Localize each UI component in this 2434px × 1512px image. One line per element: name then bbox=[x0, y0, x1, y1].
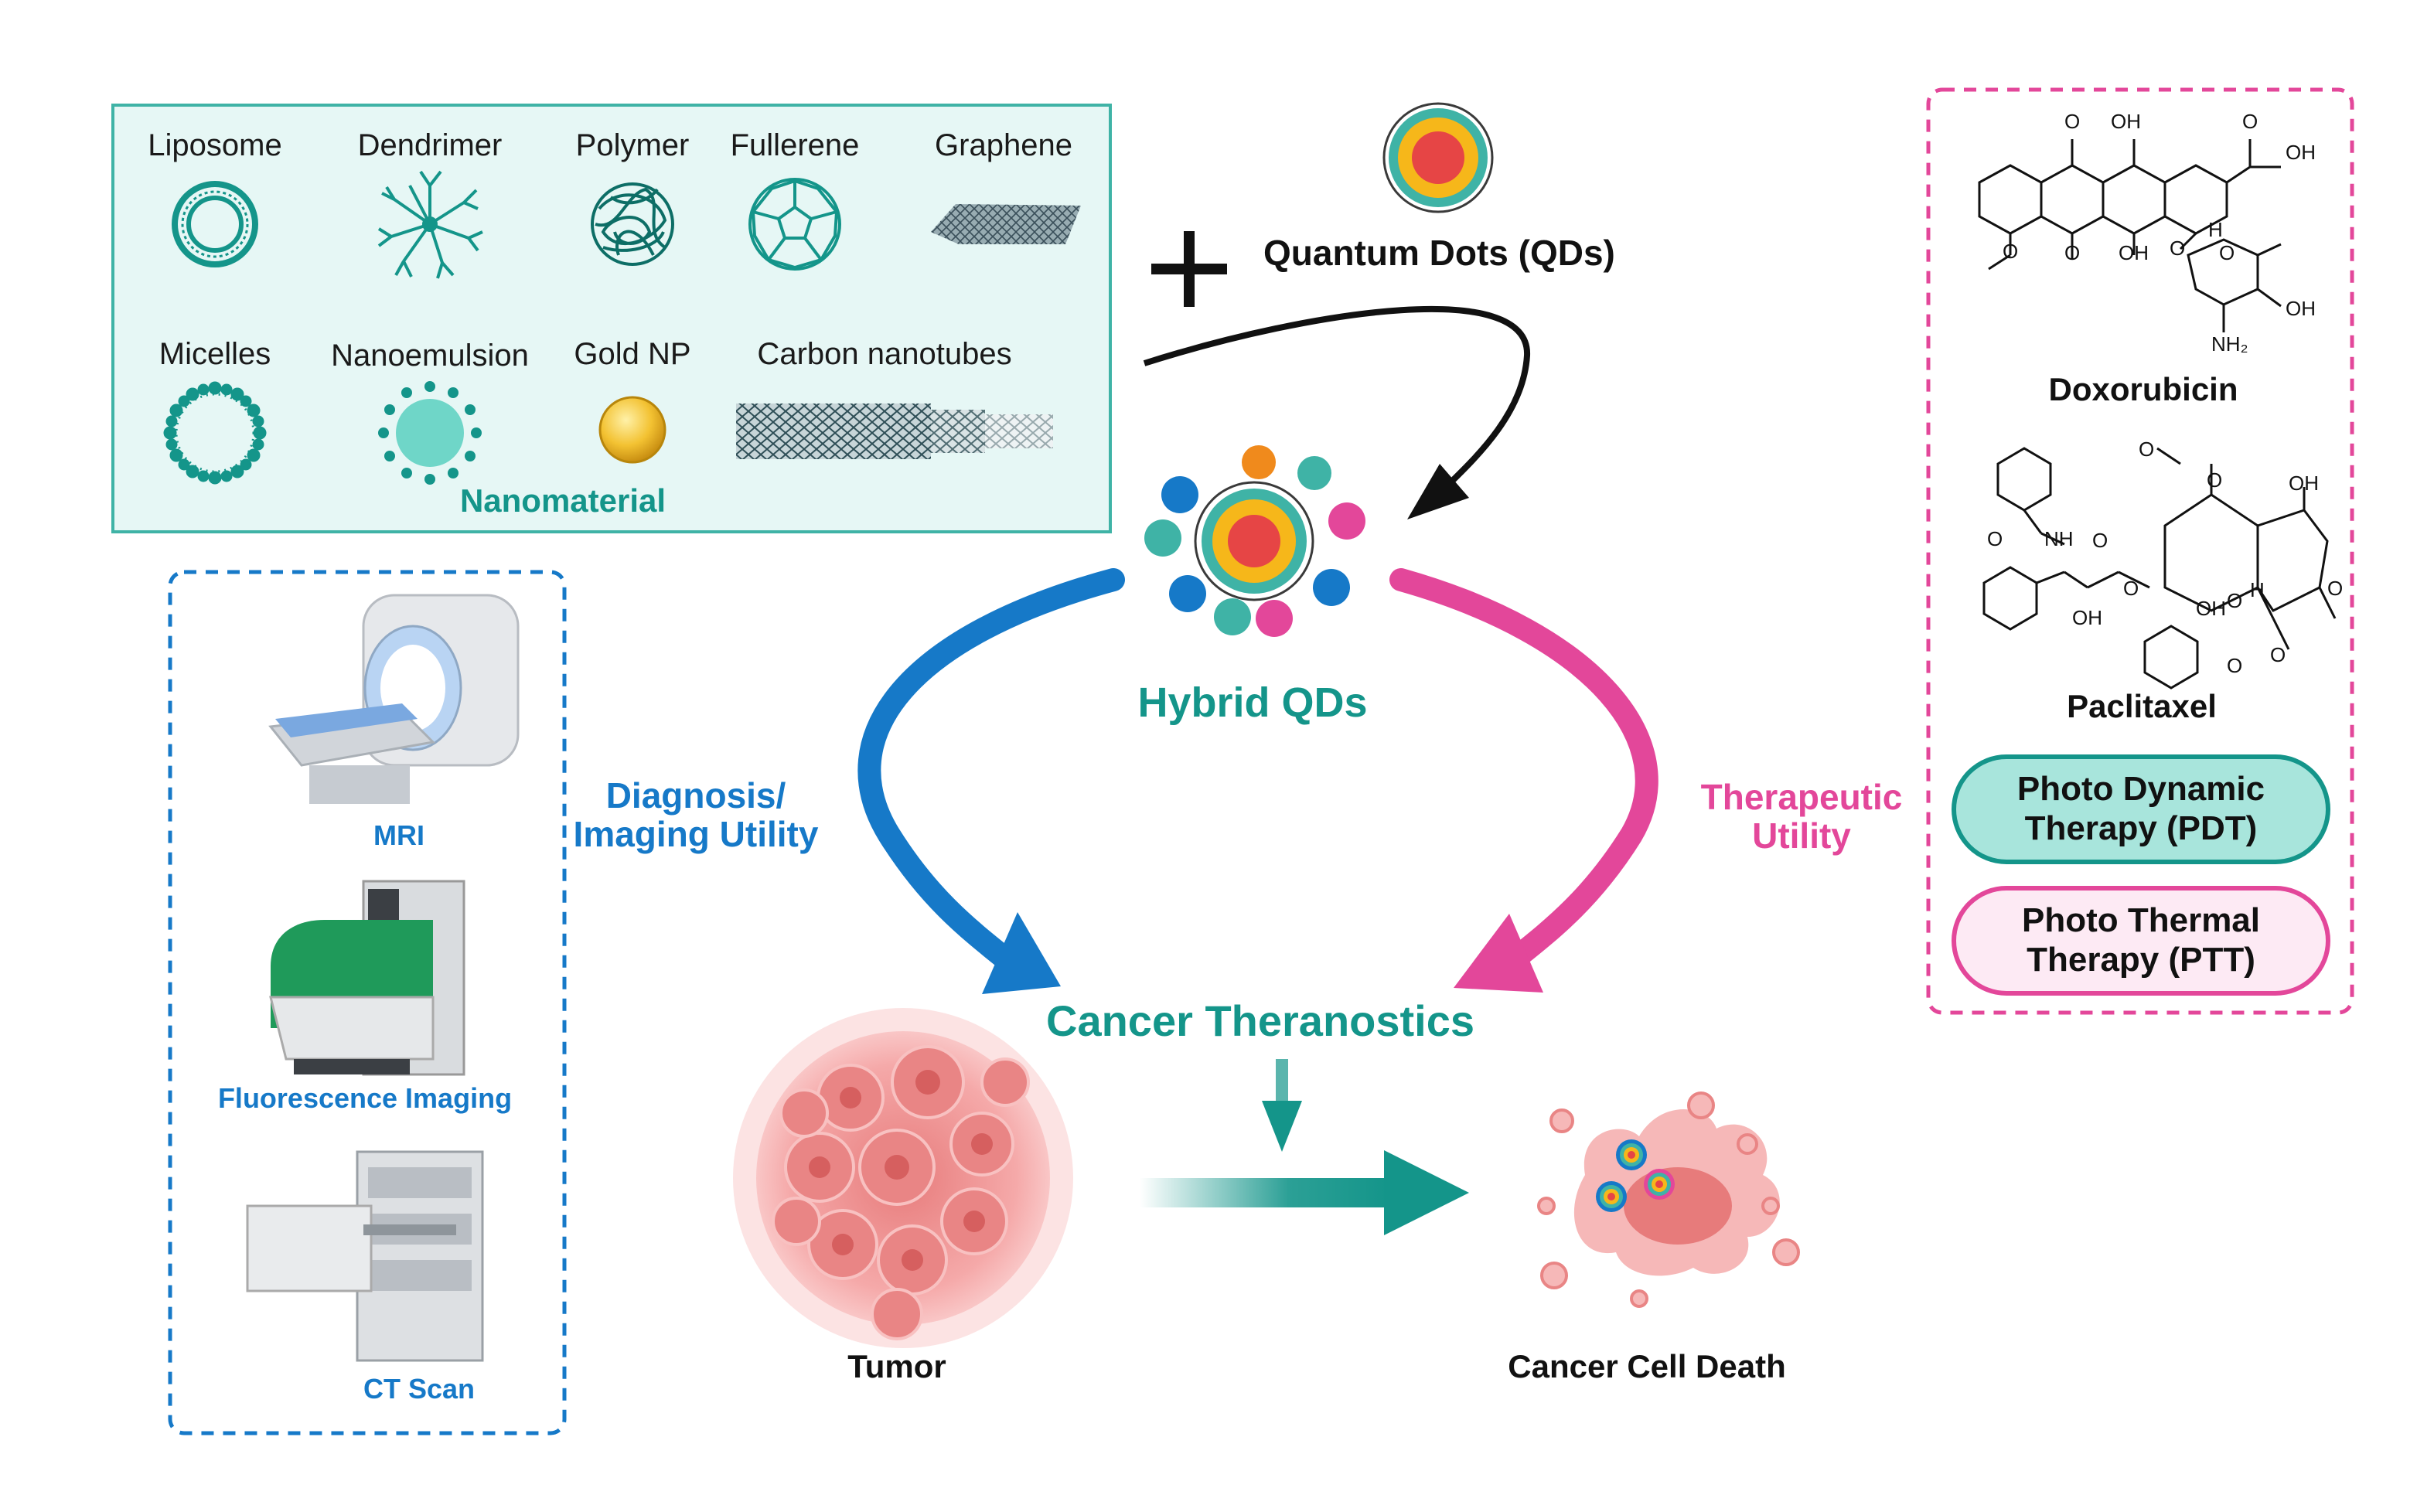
svg-text:OH: OH bbox=[2072, 606, 2102, 629]
label-gold-np: Gold NP bbox=[574, 337, 691, 371]
carbon-nanotubes-icon bbox=[736, 404, 1053, 459]
ct-scanner-icon bbox=[246, 1150, 484, 1362]
svg-text:O: O bbox=[2139, 438, 2154, 461]
theranostics-down-arrow bbox=[1262, 1059, 1302, 1152]
combine-arrow bbox=[1143, 305, 1531, 519]
ptt-line1: Photo Thermal bbox=[2021, 901, 2261, 940]
svg-text:H: H bbox=[2208, 218, 2223, 241]
svg-text:O: O bbox=[2219, 241, 2235, 264]
hybrid-qd-icon bbox=[1144, 445, 1365, 637]
nanomaterial-box bbox=[111, 104, 1112, 533]
tumor-label: Tumor bbox=[847, 1348, 946, 1384]
cancer-cell-death-label: Cancer Cell Death bbox=[1508, 1348, 1786, 1384]
pdt-line2: Therapy (PDT) bbox=[2024, 809, 2258, 847]
svg-text:NH₂: NH₂ bbox=[2211, 332, 2248, 356]
svg-text:O: O bbox=[2064, 110, 2080, 133]
therapeutic-label: Therapeutic Utility bbox=[1701, 778, 1903, 855]
label-fullerene: Fullerene bbox=[730, 128, 860, 162]
paclitaxel-atoms: O O OH NH O O OH OH H O O O O O bbox=[1987, 438, 2343, 677]
label-polymer: Polymer bbox=[575, 128, 690, 162]
label-graphene: Graphene bbox=[935, 128, 1072, 162]
label-nanoemulsion: Nanoemulsion bbox=[331, 339, 529, 373]
fluorescence-label: Fluorescence Imaging bbox=[217, 1082, 513, 1114]
svg-text:O: O bbox=[2227, 589, 2242, 612]
mri-scanner-icon bbox=[268, 594, 520, 804]
nanoemulsion-icon bbox=[378, 381, 482, 485]
svg-text:O: O bbox=[2270, 643, 2286, 666]
diagnosis-arrow bbox=[857, 568, 1125, 994]
cancer-theranostics-label: Cancer Theranostics bbox=[1046, 996, 1474, 1045]
svg-text:OH: OH bbox=[2111, 110, 2141, 133]
therapeutic-arrow bbox=[1389, 568, 1658, 993]
pdt-line1: Photo Dynamic bbox=[2016, 770, 2265, 809]
ptt-line2: Therapy (PTT) bbox=[2027, 941, 2255, 979]
quantum-dot-icon bbox=[1382, 102, 1494, 213]
svg-text:O: O bbox=[1987, 527, 2003, 550]
liposome-icon bbox=[172, 181, 258, 267]
svg-text:NH: NH bbox=[2044, 527, 2074, 550]
svg-text:O: O bbox=[2227, 654, 2242, 677]
svg-text:OH: OH bbox=[2286, 141, 2316, 164]
doxorubicin-atoms: O OH O OH O O OH H O O OH NH₂ bbox=[2003, 110, 2316, 356]
svg-text:O: O bbox=[2170, 237, 2185, 260]
label-liposome: Liposome bbox=[148, 128, 282, 162]
svg-text:O: O bbox=[2064, 241, 2080, 264]
tumor-to-death-arrow bbox=[1140, 1150, 1469, 1235]
diagnosis-line2: Imaging Utility bbox=[573, 814, 819, 854]
dendrimer-icon bbox=[377, 170, 483, 279]
label-dendrimer: Dendrimer bbox=[357, 128, 503, 162]
tumor-icon bbox=[733, 1008, 1073, 1348]
graphene-icon bbox=[931, 204, 1081, 244]
therapeutic-line1: Therapeutic bbox=[1700, 777, 1903, 817]
svg-text:OH: OH bbox=[2289, 472, 2319, 495]
svg-text:H: H bbox=[2250, 578, 2265, 601]
svg-text:O: O bbox=[2242, 110, 2258, 133]
svg-text:O: O bbox=[2123, 577, 2139, 600]
diagnosis-line1: Diagnosis/ bbox=[605, 775, 786, 816]
paclitaxel-label: Paclitaxel bbox=[2067, 688, 2217, 724]
hybrid-qd-small bbox=[1596, 1139, 1675, 1212]
doxorubicin-label: Doxorubicin bbox=[2048, 371, 2238, 407]
fullerene-icon bbox=[748, 178, 841, 271]
doxorubicin-structure bbox=[1978, 139, 2282, 332]
drug-box bbox=[1926, 87, 2354, 1015]
cancer-cell-death-icon bbox=[1537, 1091, 1800, 1308]
fluorescence-imager-icon bbox=[269, 880, 465, 1076]
polymer-icon bbox=[591, 182, 674, 266]
diagnosis-label: Diagnosis/ Imaging Utility bbox=[574, 776, 819, 853]
ligand-orange bbox=[1242, 445, 1276, 479]
svg-text:O: O bbox=[2092, 529, 2108, 552]
hybrid-qds-label: Hybrid QDs bbox=[1137, 679, 1368, 726]
ct-scan-label: CT Scan bbox=[363, 1373, 476, 1405]
svg-text:O: O bbox=[2327, 577, 2343, 600]
imaging-box bbox=[168, 570, 567, 1435]
svg-text:O: O bbox=[2207, 468, 2222, 492]
micelles-icon bbox=[163, 381, 267, 485]
label-carbon-nanotubes: Carbon nanotubes bbox=[757, 337, 1012, 371]
ptt-pill: Photo Thermal Therapy (PTT) bbox=[1952, 886, 2330, 996]
svg-text:OH: OH bbox=[2196, 597, 2226, 620]
quantum-dots-label: Quantum Dots (QDs) bbox=[1263, 233, 1615, 273]
plus-icon bbox=[1151, 231, 1227, 307]
therapeutic-line2: Utility bbox=[1752, 816, 1851, 856]
gold-np-icon bbox=[598, 396, 666, 464]
pdt-pill: Photo Dynamic Therapy (PDT) bbox=[1952, 754, 2330, 864]
svg-text:OH: OH bbox=[2119, 241, 2149, 264]
nanomaterial-title: Nanomaterial bbox=[459, 482, 666, 519]
label-micelles: Micelles bbox=[159, 337, 271, 371]
mri-label: MRI bbox=[373, 819, 424, 851]
svg-text:O: O bbox=[2003, 240, 2018, 263]
svg-text:OH: OH bbox=[2286, 297, 2316, 320]
paclitaxel-structure bbox=[1982, 447, 2337, 690]
